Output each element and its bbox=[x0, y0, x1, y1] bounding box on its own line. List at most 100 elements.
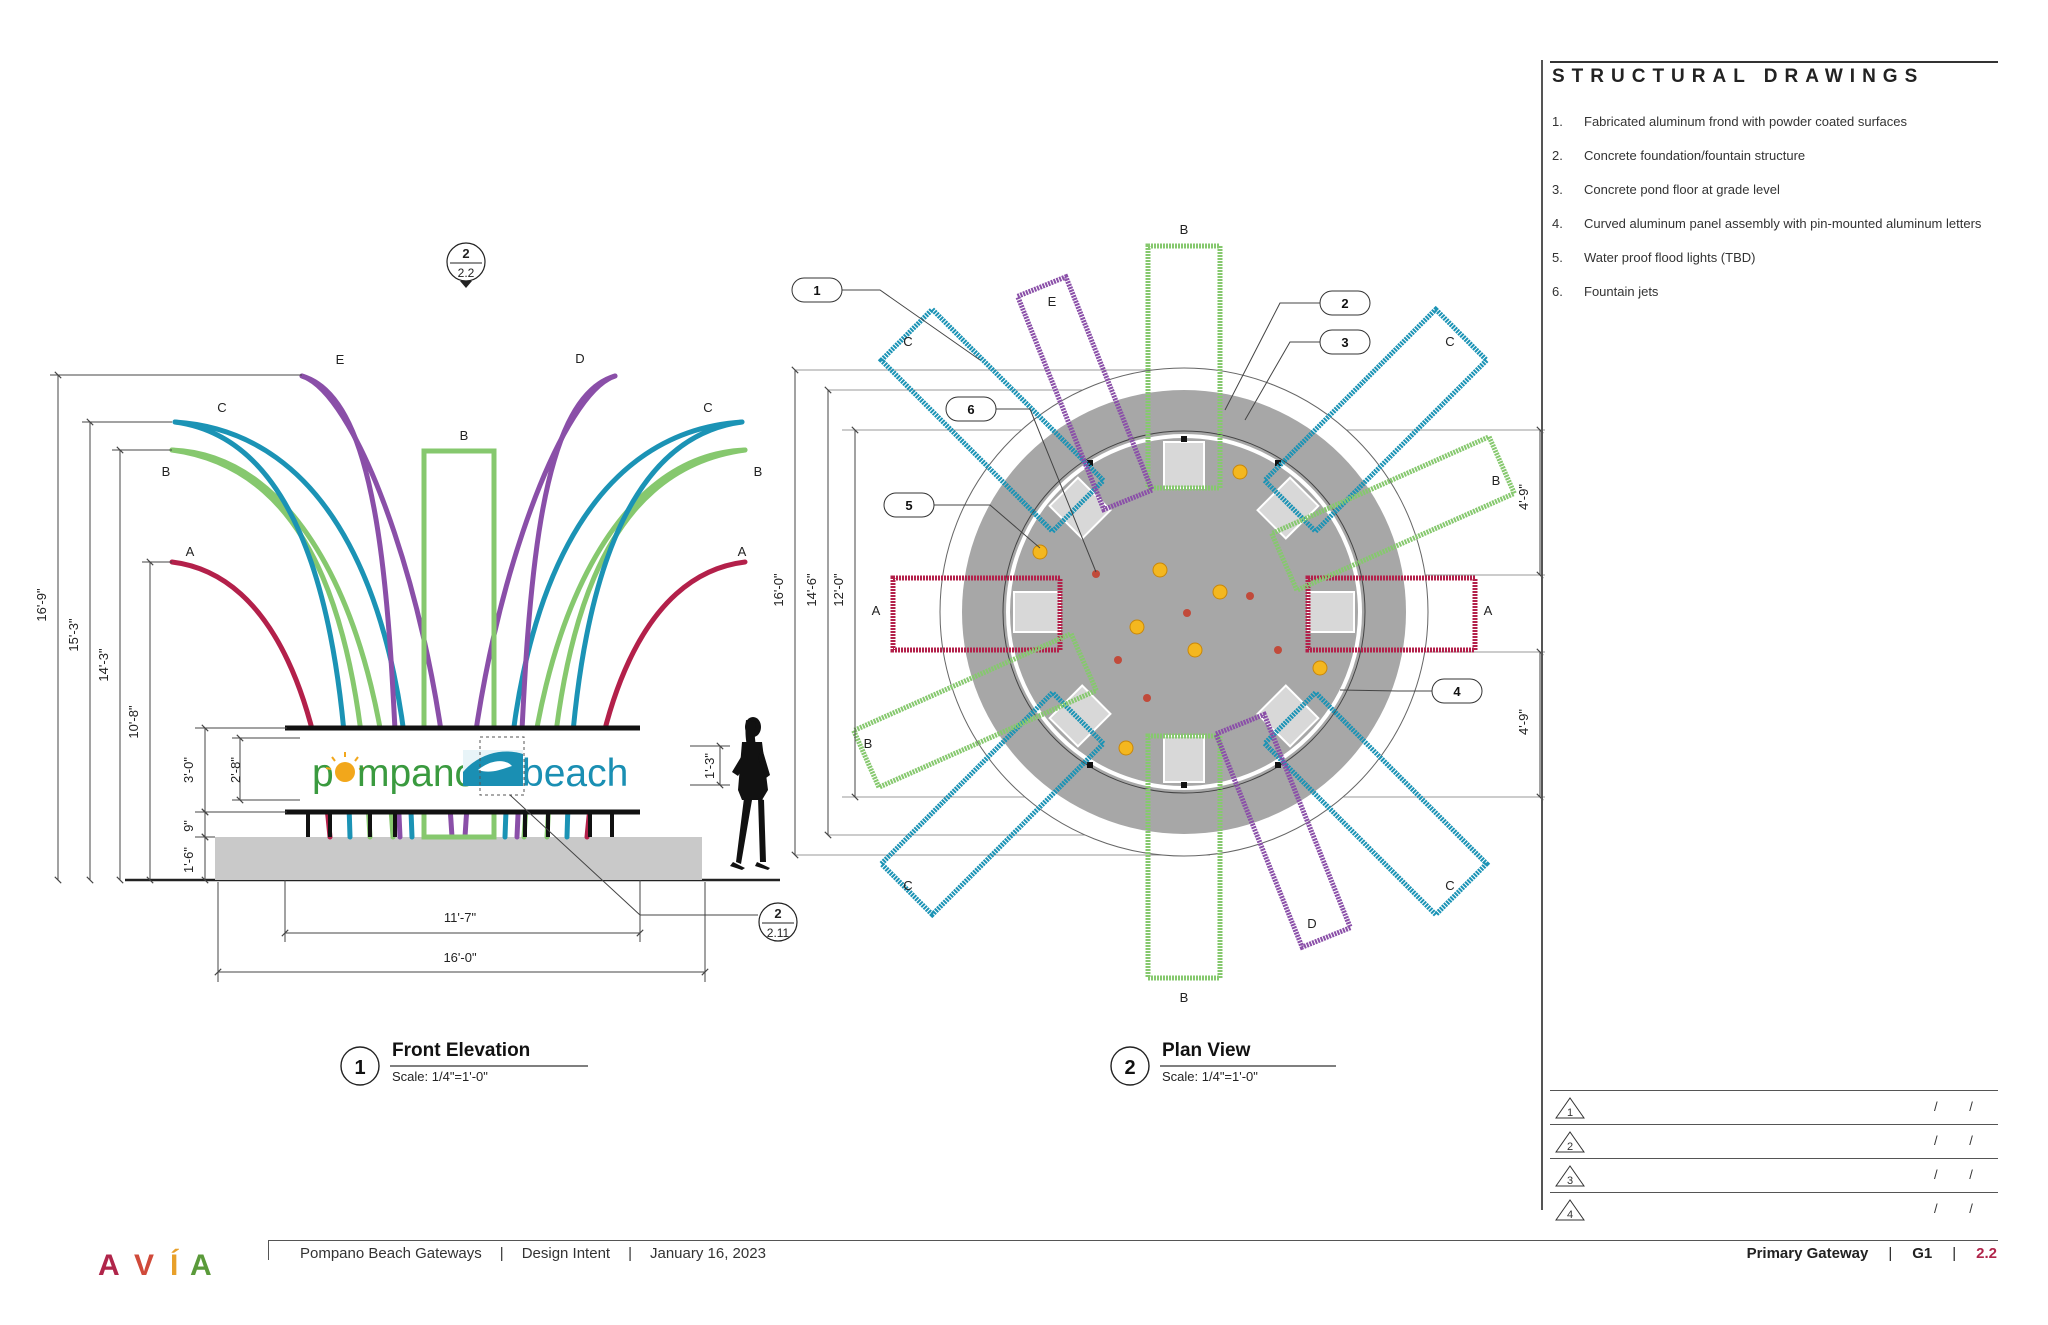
plan-scale: Scale: 1/4"=1'-0" bbox=[1162, 1069, 1258, 1084]
svg-text:C: C bbox=[217, 400, 226, 415]
svg-text:B: B bbox=[1180, 222, 1189, 237]
elevation-dimensions bbox=[50, 371, 730, 982]
floodlights bbox=[1032, 464, 1328, 756]
revision-triangle-icon: 4 bbox=[1555, 1199, 1585, 1221]
plan-view: B B E D C C C C A A B B 16'-0" 14'-6" 12… bbox=[771, 222, 1545, 1086]
fountain-jets bbox=[1092, 570, 1282, 702]
svg-text:C: C bbox=[703, 400, 712, 415]
plan-frond-a-left bbox=[890, 575, 1063, 653]
view-number: 1 bbox=[354, 1057, 365, 1079]
issue-date: January 16, 2023 bbox=[649, 1245, 766, 1262]
svg-text:14'-3": 14'-3" bbox=[96, 648, 111, 682]
svg-text:16'-0": 16'-0" bbox=[443, 950, 477, 965]
plan-number: 2 bbox=[1124, 1057, 1135, 1079]
plan-title: Plan View bbox=[1162, 1040, 1251, 1061]
plan-frond-labels: B B E D C C C C A A B B bbox=[864, 222, 1501, 1005]
pompano-beach-logo: p mpano beach bbox=[312, 750, 628, 795]
revision-triangle-icon: 3 bbox=[1555, 1165, 1585, 1187]
footer-info: Pompano Beach Gateways | Design Intent |… bbox=[300, 1245, 766, 1262]
svg-text:A: A bbox=[190, 1249, 218, 1282]
footer-tick bbox=[268, 1240, 269, 1260]
avia-brand-logo: A V Í A bbox=[98, 1248, 218, 1282]
note-item: 1.Fabricated aluminum frond with powder … bbox=[1552, 114, 1907, 129]
svg-text:C: C bbox=[1445, 334, 1454, 349]
svg-text:9": 9" bbox=[181, 820, 196, 832]
front-elevation: p mpano beach bbox=[34, 242, 798, 1086]
logo-text-beach: beach bbox=[522, 752, 628, 795]
footer-rule bbox=[268, 1240, 1998, 1241]
person-silhouette-icon bbox=[730, 717, 770, 870]
svg-text:2: 2 bbox=[774, 906, 781, 921]
svg-text:E: E bbox=[1048, 294, 1057, 309]
svg-text:11'-7": 11'-7" bbox=[444, 910, 477, 925]
svg-text:B: B bbox=[754, 464, 763, 479]
svg-text:2: 2 bbox=[1341, 296, 1348, 311]
sign-code: G1 bbox=[1912, 1245, 1933, 1262]
svg-text:3'-0": 3'-0" bbox=[181, 757, 196, 783]
svg-text:10'-8": 10'-8" bbox=[126, 705, 141, 739]
plan-frond-b-bottom bbox=[1145, 733, 1223, 981]
structural-notes: 1.Fabricated aluminum frond with powder … bbox=[1552, 114, 1992, 318]
sign-type: Primary Gateway bbox=[1746, 1245, 1869, 1262]
svg-text:C: C bbox=[903, 878, 912, 893]
frond-b-center bbox=[421, 448, 497, 840]
fish-logo-icon bbox=[463, 750, 523, 786]
svg-text:3: 3 bbox=[1341, 335, 1348, 350]
svg-text:1'-3": 1'-3" bbox=[702, 753, 717, 779]
revision-triangle-icon: 1 bbox=[1555, 1097, 1585, 1119]
svg-text:2.2: 2.2 bbox=[458, 266, 475, 280]
svg-text:A: A bbox=[872, 603, 881, 618]
detail-callout-icon[interactable]: 2 2.11 bbox=[758, 902, 798, 942]
revision-triangle-icon: 2 bbox=[1555, 1131, 1585, 1153]
svg-text:A: A bbox=[1484, 603, 1493, 618]
note-item: 2.Concrete foundation/fountain structure bbox=[1552, 148, 1806, 163]
svg-text:2.11: 2.11 bbox=[767, 926, 790, 940]
svg-text:16'-9": 16'-9" bbox=[34, 588, 49, 622]
svg-text:D: D bbox=[575, 351, 584, 366]
note-item: 5.Water proof flood lights (TBD) bbox=[1552, 250, 1756, 265]
note-item: 6.Fountain jets bbox=[1552, 284, 1659, 299]
svg-text:C: C bbox=[1445, 878, 1454, 893]
sheet-title: STRUCTURAL DRAWINGS bbox=[1552, 66, 1925, 87]
svg-text:6: 6 bbox=[967, 402, 974, 417]
svg-text:2: 2 bbox=[462, 246, 469, 261]
svg-text:1: 1 bbox=[813, 283, 820, 298]
svg-text:B: B bbox=[864, 736, 873, 751]
svg-text:4'-9": 4'-9" bbox=[1516, 484, 1531, 510]
svg-text:V: V bbox=[134, 1249, 160, 1282]
revision-row: 3 / / bbox=[1550, 1158, 1998, 1192]
sun-logo-icon bbox=[325, 752, 365, 782]
sign-legs bbox=[306, 812, 614, 837]
svg-text:B: B bbox=[162, 464, 171, 479]
svg-text:12'-0": 12'-0" bbox=[831, 573, 846, 607]
title-block-divider bbox=[1541, 60, 1543, 1210]
svg-text:E: E bbox=[336, 352, 345, 367]
phase: Design Intent bbox=[521, 1245, 611, 1262]
section-callout-icon[interactable]: 2 2.2 bbox=[446, 242, 486, 288]
svg-text:3: 3 bbox=[1567, 1175, 1573, 1187]
project-name: Pompano Beach Gateways bbox=[300, 1245, 482, 1262]
svg-text:1'-6": 1'-6" bbox=[181, 847, 196, 873]
svg-text:Í: Í bbox=[170, 1248, 184, 1282]
note-item: 4.Curved aluminum panel assembly with pi… bbox=[1552, 216, 1982, 231]
logo-text-p: p bbox=[312, 752, 334, 795]
svg-text:B: B bbox=[1180, 990, 1189, 1005]
elevation-dimension-labels: 16'-9" 15'-3" 14'-3" 10'-8" 3'-0" 2'-8" … bbox=[34, 588, 717, 965]
elevation-scale: Scale: 1/4"=1'-0" bbox=[392, 1069, 488, 1084]
note-item: 3.Concrete pond floor at grade level bbox=[1552, 182, 1780, 197]
svg-text:B: B bbox=[1492, 473, 1501, 488]
svg-text:5: 5 bbox=[905, 498, 912, 513]
svg-text:A: A bbox=[98, 1249, 126, 1282]
page-number: 2.2 bbox=[1976, 1245, 1997, 1262]
svg-text:16'-0": 16'-0" bbox=[771, 573, 786, 607]
title-rule bbox=[1550, 61, 1998, 63]
svg-text:14'-6": 14'-6" bbox=[804, 573, 819, 607]
elevation-title: Front Elevation bbox=[392, 1040, 531, 1061]
plan-frond-b-top bbox=[1145, 243, 1223, 491]
plan-callouts: 1 2 3 4 5 6 bbox=[791, 277, 1483, 704]
plan-number-circle bbox=[1110, 1046, 1150, 1086]
elevation-frond-labels: E D C C B B B A A bbox=[162, 351, 763, 559]
svg-text:1: 1 bbox=[1567, 1107, 1573, 1119]
svg-text:15'-3": 15'-3" bbox=[66, 618, 81, 652]
